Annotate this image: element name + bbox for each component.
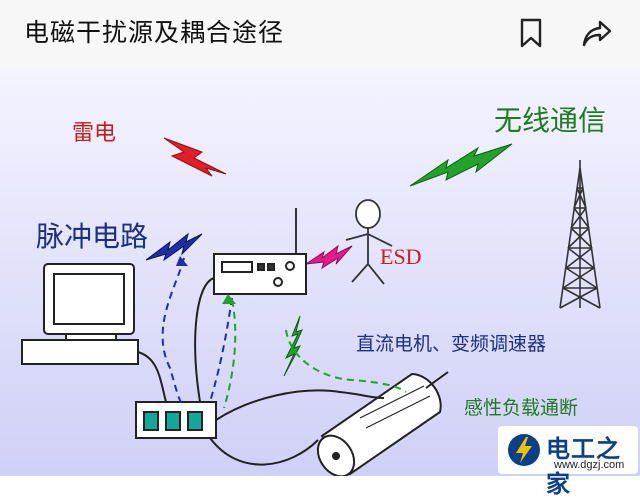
red-lightning-bolt	[163, 137, 227, 177]
watermark-url: www.dgzj.com	[554, 459, 625, 471]
green-small-bolt	[283, 315, 303, 377]
coupling-paths	[161, 257, 407, 409]
bookmark-icon	[520, 18, 542, 48]
magenta-esd-bolt	[305, 244, 353, 270]
wires	[137, 277, 385, 466]
lightning-label: 雷电	[72, 121, 116, 146]
page-title: 电磁干扰源及耦合途径	[24, 18, 285, 47]
radio-tower	[559, 160, 601, 309]
green-arrow-head	[222, 294, 236, 304]
esd-label: ESD	[380, 244, 422, 269]
brand-logo-icon	[508, 434, 540, 466]
pulse-circuit-label: 脉冲电路	[36, 220, 148, 253]
computer	[21, 263, 139, 365]
person-figure	[345, 199, 393, 285]
dc-motor	[316, 371, 449, 476]
top-bar: 电磁干扰源及耦合途径	[0, 0, 640, 69]
green-wireless-bolt	[409, 143, 513, 187]
motor-label: 直流电机、变频调速器	[356, 333, 546, 355]
site-watermark: 电工之家 www.dgzj.com	[498, 426, 638, 498]
emi-sources-figure: 雷电 无线通信 脉冲电路 ESD 直流电机、变频调速器 感性负载通断	[0, 68, 640, 476]
bookmark-button[interactable]	[514, 16, 548, 50]
inductive-load-label: 感性负载通断	[464, 397, 578, 419]
blue-arrow-head	[176, 256, 188, 266]
share-icon	[582, 20, 612, 47]
wireless-label: 无线通信	[494, 104, 606, 137]
instrument-box	[213, 208, 307, 295]
share-button[interactable]	[580, 16, 614, 50]
blue-pulse-bolt	[145, 232, 203, 262]
terminal-block	[135, 401, 217, 439]
